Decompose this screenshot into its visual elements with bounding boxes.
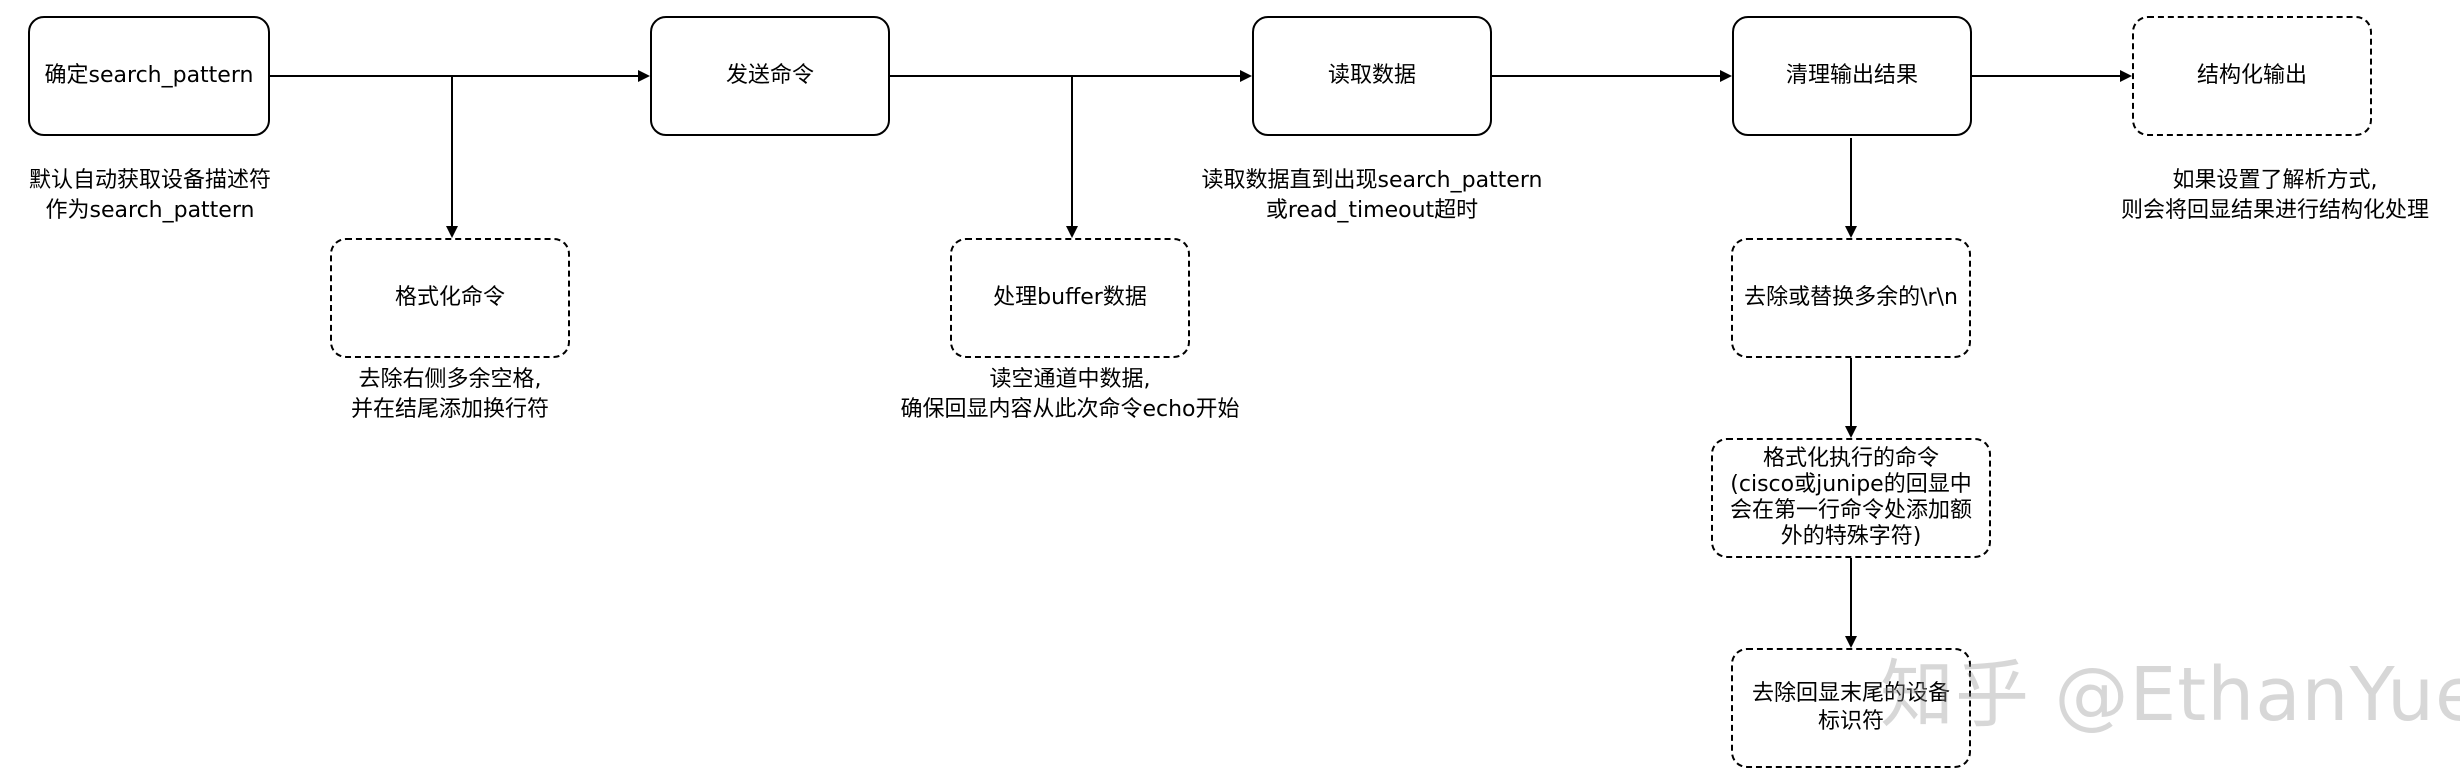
note-confirm-line-2: 作为search_pattern	[45, 198, 255, 223]
note-structured-line-1: 如果设置了解析方式,	[2172, 168, 2378, 193]
node-process-buffer: 处理buffer数据	[950, 238, 1190, 358]
note-confirm: 默认自动获取设备描述符 作为search_pattern	[10, 166, 290, 226]
note-buffer-line-1: 读空通道中数据,	[989, 367, 1151, 392]
node-confirm-search-pattern: 确定search_pattern	[28, 16, 270, 136]
remove-id-line-1: 去除回显末尾的设备	[1751, 681, 1950, 706]
node-send-command: 发送命令	[650, 16, 890, 136]
node-clean-label: 清理输出结果	[1785, 63, 1918, 88]
note-buffer-line-2: 确保回显内容从此次命令echo开始	[900, 397, 1240, 422]
note-read-line-2: 或read_timeout超时	[1265, 198, 1479, 223]
node-format-executed-command: 格式化执行的命令 (cisco或junipe的回显中 会在第一行命令处添加额 外…	[1711, 438, 1991, 558]
remove-id-line-2: 标识符	[1817, 709, 1884, 734]
note-structured-line-2: 则会将回显结果进行结构化处理	[2120, 198, 2429, 223]
node-read-label: 读取数据	[1327, 63, 1416, 88]
node-remove-device-identifier: 去除回显末尾的设备 标识符	[1731, 648, 1971, 768]
format-exec-line-1: 格式化执行的命令	[1762, 446, 1939, 471]
note-read-data: 读取数据直到出现search_pattern 或read_timeout超时	[1182, 166, 1562, 226]
note-buffer: 读空通道中数据, 确保回显内容从此次命令echo开始	[880, 365, 1260, 425]
format-exec-line-2: (cisco或junipe的回显中	[1730, 472, 1972, 497]
node-format-command: 格式化命令	[330, 238, 570, 358]
node-clean-output: 清理输出结果	[1732, 16, 1972, 136]
note-format-cmd-line-2: 并在结尾添加换行符	[350, 397, 549, 422]
node-structured-label: 结构化输出	[2196, 63, 2307, 88]
node-crlf-label: 去除或替换多余的\r\n	[1744, 285, 1958, 310]
note-format-cmd-line-1: 去除右侧多余空格,	[358, 367, 542, 392]
note-format-command: 去除右侧多余空格, 并在结尾添加换行符	[300, 365, 600, 425]
node-confirm-label: 确定search_pattern	[44, 63, 254, 88]
node-structured-output: 结构化输出	[2132, 16, 2372, 136]
format-exec-line-3: 会在第一行命令处添加额	[1729, 498, 1972, 523]
note-structured-output: 如果设置了解析方式, 则会将回显结果进行结构化处理	[2100, 166, 2450, 226]
node-format-cmd-label: 格式化命令	[394, 285, 505, 310]
watermark: 知乎 @EthanYue	[1880, 652, 2460, 738]
format-exec-line-4: 外的特殊字符)	[1780, 524, 1922, 549]
node-remove-crlf: 去除或替换多余的\r\n	[1731, 238, 1971, 358]
node-send-label: 发送命令	[725, 63, 814, 88]
note-read-line-1: 读取数据直到出现search_pattern	[1201, 168, 1543, 193]
node-read-data: 读取数据	[1252, 16, 1492, 136]
note-confirm-line-1: 默认自动获取设备描述符	[28, 168, 271, 193]
node-buffer-label: 处理buffer数据	[993, 285, 1147, 310]
